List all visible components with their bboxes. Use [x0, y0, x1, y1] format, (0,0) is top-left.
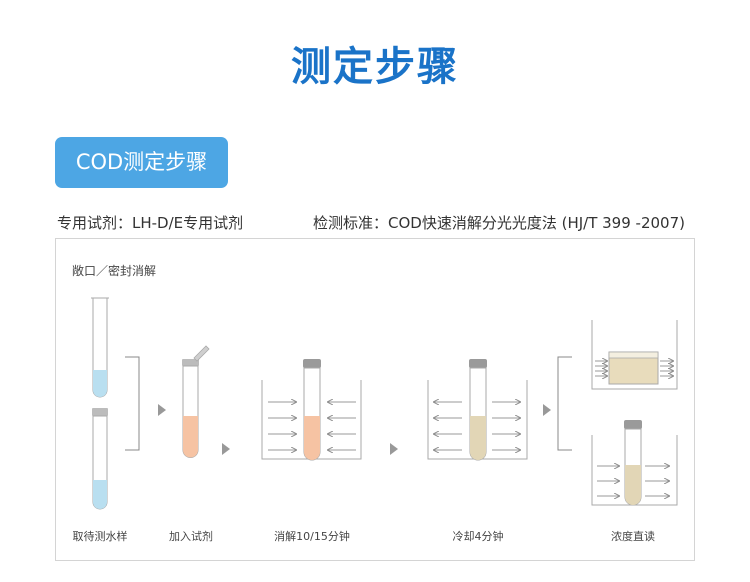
section-badge: COD测定步骤 [55, 137, 228, 188]
step-label-reagent: 加入试剂 [169, 530, 213, 543]
step-label-sampling: 取待测水样 [72, 530, 128, 543]
sample-tube-bottom [92, 408, 108, 510]
reagent-spec: 专用试剂：LH-D/E专用试剂 [57, 214, 244, 232]
cuvette-reader [591, 320, 678, 390]
step-label-cooling: 冷却4分钟 [452, 530, 504, 543]
step-arrow-1 [158, 404, 166, 416]
tube-reader [591, 420, 678, 506]
cooling-bath [427, 359, 528, 461]
sample-bracket [125, 356, 140, 451]
step-arrow-3 [390, 443, 398, 455]
digestion-heater [261, 359, 362, 461]
procedure-panel [55, 238, 695, 561]
reagent-tube [182, 345, 210, 458]
step-label-digestion: 消解10/15分钟 [274, 530, 350, 543]
panel-heading: 敞口／密封消解 [72, 264, 157, 278]
sample-tube-top [91, 297, 109, 398]
dropper-icon [193, 345, 210, 362]
reading-bracket [557, 356, 572, 451]
step-arrow-2 [222, 443, 230, 455]
step-label-reading: 浓度直读 [611, 530, 655, 543]
page-title: 测定步骤 [291, 44, 459, 90]
step-arrow-4 [543, 404, 551, 416]
standard-spec: 检测标准：COD快速消解分光光度法 (HJ/T 399 -2007) [313, 214, 685, 232]
